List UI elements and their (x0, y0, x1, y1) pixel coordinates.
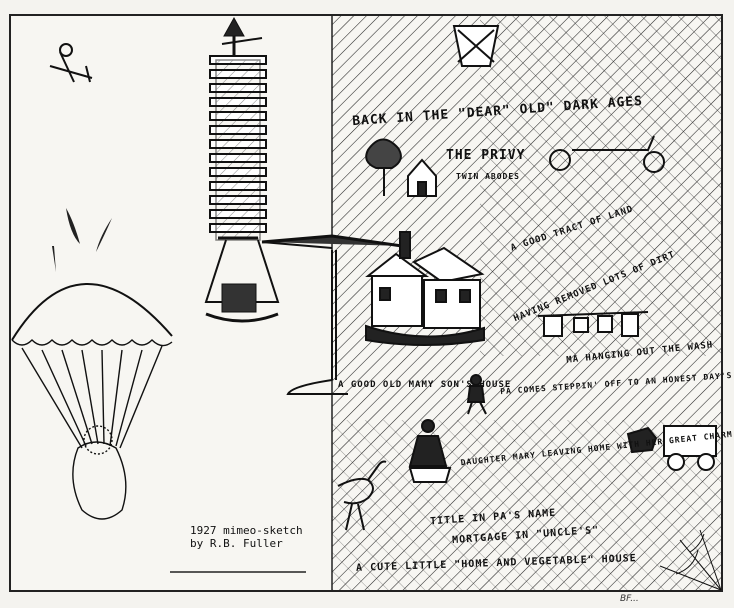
airplane-icon (49, 43, 93, 83)
house-drawing (365, 231, 485, 346)
caption: 1927 mimeo-sketch by R.B. Fuller (190, 524, 303, 550)
tower-drawing (204, 16, 403, 323)
mammy-label: A GOOD OLD MAMY SON'S HOUSE (338, 380, 512, 390)
stork-drawing (337, 460, 387, 531)
caption-line-1: 1927 mimeo-sketch (190, 524, 303, 537)
cobweb-drawing (659, 529, 722, 591)
hatched-background (332, 16, 721, 590)
outhouse-drawing (452, 25, 500, 67)
feather-icons (52, 208, 112, 272)
pa-figure (466, 374, 487, 415)
post-drawing (286, 250, 348, 395)
daughter-figure (408, 419, 452, 483)
signature: BF... (620, 594, 639, 604)
privy-label: THE PRIVY (446, 148, 526, 163)
wagon-drawing (626, 425, 717, 471)
caption-line-2: by R.B. Fuller (190, 537, 283, 550)
parachute-icon (11, 283, 173, 520)
wash-line-drawing (537, 311, 649, 337)
carriage-drawing (549, 135, 665, 173)
twin-abodes-label: TWIN ABODES (456, 172, 520, 181)
privy-drawing (365, 138, 437, 197)
